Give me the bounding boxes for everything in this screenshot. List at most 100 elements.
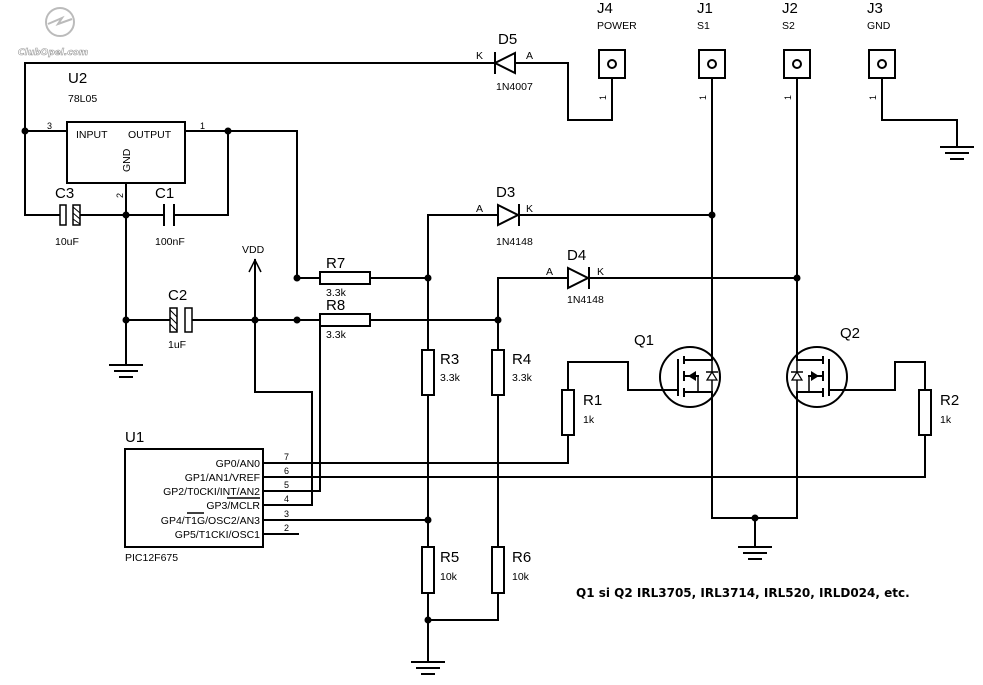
svg-text:R1: R1: [583, 392, 602, 409]
resistor-r3: R3 3.3k: [421, 349, 461, 396]
svg-text:J3: J3: [867, 0, 883, 17]
svg-text:3.3k: 3.3k: [512, 372, 533, 384]
svg-text:K: K: [597, 266, 604, 278]
svg-text:3.3k: 3.3k: [440, 372, 461, 384]
mosfet-q2: Q2: [786, 325, 860, 408]
svg-text:R4: R4: [512, 351, 531, 368]
svg-text:A: A: [526, 50, 533, 62]
svg-text:1N4148: 1N4148: [567, 294, 604, 306]
svg-text:D5: D5: [498, 31, 517, 48]
diode-d5: D5 K A 1N4007: [476, 31, 533, 93]
resistor-r2: R2 1k: [918, 389, 959, 436]
mcu-pin-number: 2: [284, 523, 289, 533]
svg-text:C3: C3: [55, 185, 74, 202]
svg-text:C2: C2: [168, 287, 187, 304]
resistor-r6: R6 10k: [491, 546, 531, 594]
logo-text: ClubOpel.com: [18, 48, 88, 58]
ground-symbol-q: [738, 546, 772, 560]
mcu-pin-name: GP0/AN0: [216, 458, 261, 470]
mcu-pin-name: GP5/T1CKI/OSC1: [175, 529, 260, 541]
svg-text:D3: D3: [496, 184, 515, 201]
svg-text:3.3k: 3.3k: [326, 287, 347, 299]
svg-text:POWER: POWER: [597, 20, 637, 32]
mcu-pin-number: 4: [284, 494, 289, 504]
resistor-r1: R1 1k: [561, 389, 602, 436]
svg-text:A: A: [476, 203, 483, 215]
junctions: [21, 127, 801, 624]
capacitor-c2: C2 1uF: [168, 287, 193, 351]
svg-text:1N4148: 1N4148: [496, 236, 533, 248]
clubopel-logo: ClubOpel.com: [18, 7, 88, 58]
svg-text:INPUT: INPUT: [76, 129, 108, 141]
ground-symbol-bottom: [411, 661, 445, 675]
mosfet-note: Q1 si Q2 IRL3705, IRL3714, IRL520, IRLD0…: [576, 586, 910, 600]
connector-j4: J4 POWER 1: [597, 0, 637, 100]
connector-j3: J3 GND 1: [867, 0, 896, 100]
svg-text:1: 1: [698, 95, 708, 100]
svg-text:10uF: 10uF: [55, 236, 79, 248]
svg-text:R3: R3: [440, 351, 459, 368]
wires: [24, 62, 958, 661]
resistor-r5: R5 10k: [421, 546, 459, 594]
mcu-pin-number: 5: [284, 480, 289, 490]
mcu-pin-name: GP4/T1G/OSC2/AN3: [161, 515, 260, 527]
svg-text:Q1: Q1: [634, 332, 654, 349]
svg-text:U1: U1: [125, 429, 144, 446]
mcu-pin-number: 7: [284, 452, 289, 462]
svg-text:A: A: [546, 266, 553, 278]
svg-text:S1: S1: [697, 20, 710, 32]
resistor-r8: R8 3.3k: [319, 297, 371, 341]
svg-text:VDD: VDD: [242, 244, 265, 256]
svg-text:OUTPUT: OUTPUT: [128, 129, 172, 141]
svg-text:S2: S2: [782, 20, 795, 32]
svg-text:1uF: 1uF: [168, 339, 186, 351]
svg-text:1: 1: [783, 95, 793, 100]
svg-text:U2: U2: [68, 70, 87, 87]
svg-text:1: 1: [868, 95, 878, 100]
svg-text:J2: J2: [782, 0, 798, 17]
mcu-pin-number: 6: [284, 466, 289, 476]
svg-text:3.3k: 3.3k: [326, 329, 347, 341]
svg-text:10k: 10k: [512, 571, 530, 583]
diode-d4: D4 A K 1N4148: [546, 247, 604, 306]
capacitor-c3: C3 10uF: [55, 185, 81, 248]
mcu-u1: U1 GP0/AN0 GP1/AN1/VREF GP2/T0CKI/INT/AN…: [124, 429, 289, 564]
svg-text:1N4007: 1N4007: [496, 81, 533, 93]
svg-text:1: 1: [598, 95, 608, 100]
resistor-r4: R4 3.3k: [491, 349, 533, 396]
mosfet-q1: Q1: [634, 332, 721, 408]
ground-symbol-j3: [940, 146, 974, 160]
svg-text:K: K: [526, 203, 533, 215]
svg-text:1: 1: [200, 121, 205, 131]
svg-text:R7: R7: [326, 255, 345, 272]
mcu-pin-name: GP2/T0CKI/INT/AN2: [163, 486, 260, 498]
svg-text:2: 2: [115, 193, 125, 198]
vdd-symbol: VDD: [242, 244, 265, 279]
svg-text:GND: GND: [121, 148, 133, 172]
svg-text:D4: D4: [567, 247, 586, 264]
svg-text:100nF: 100nF: [155, 236, 185, 248]
capacitor-c1: C1 100nF: [155, 185, 185, 248]
resistor-r7: R7 3.3k: [319, 255, 371, 299]
connector-j2: J2 S2 1: [782, 0, 811, 100]
svg-text:Q2: Q2: [840, 325, 860, 342]
svg-text:1k: 1k: [940, 414, 952, 426]
svg-text:78L05: 78L05: [68, 93, 97, 105]
svg-text:R6: R6: [512, 549, 531, 566]
ground-symbol-c2: [109, 361, 143, 378]
svg-text:R5: R5: [440, 549, 459, 566]
connector-j1: J1 S1 1: [697, 0, 726, 100]
mcu-pin-number: 3: [284, 509, 289, 519]
svg-text:1k: 1k: [583, 414, 595, 426]
svg-text:C1: C1: [155, 185, 174, 202]
svg-text:J4: J4: [597, 0, 613, 17]
svg-text:PIC12F675: PIC12F675: [125, 552, 178, 564]
svg-text:GND: GND: [867, 20, 891, 32]
svg-text:10k: 10k: [440, 571, 458, 583]
diode-d3: D3 A K 1N4148: [476, 184, 533, 248]
regulator-u2: U2 78L05 INPUT OUTPUT GND 3 1 2: [47, 70, 205, 198]
mcu-pin-name: GP3/MCLR: [206, 500, 260, 512]
mcu-pin-name: GP1/AN1/VREF: [185, 472, 260, 484]
